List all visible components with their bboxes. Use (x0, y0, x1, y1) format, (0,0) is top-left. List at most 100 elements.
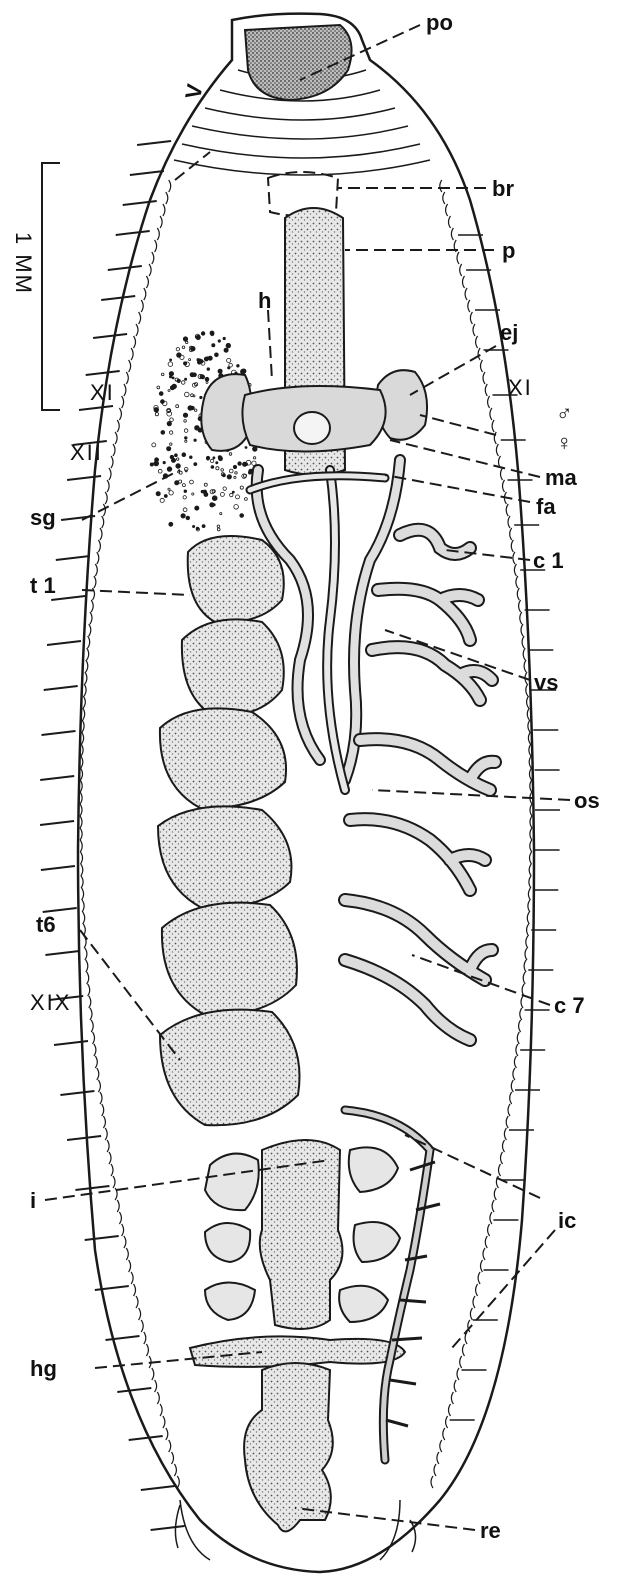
salivary-gland-dot (169, 522, 173, 526)
salivary-gland-dot (168, 362, 173, 367)
salivary-gland-dot (218, 340, 220, 342)
label-os: os (574, 788, 600, 813)
salivary-gland-dot (232, 491, 234, 493)
salivary-gland-dot (184, 420, 187, 423)
salivary-gland-dot (169, 491, 173, 495)
segment-tick (129, 1436, 163, 1440)
salivary-gland-dot (150, 463, 153, 466)
salivary-gland-dot (253, 457, 255, 459)
salivary-gland-dot (220, 492, 224, 496)
salivary-gland-dot (210, 503, 214, 507)
testis-2 (182, 619, 284, 715)
salivary-gland-dot (235, 472, 237, 474)
segment-tick (137, 141, 171, 145)
male-symbol: ♂ (556, 400, 573, 425)
salivary-gland-dot (194, 463, 197, 466)
segment-tick (93, 334, 127, 338)
salivary-gland-dot (201, 332, 205, 336)
salivary-gland-dot (182, 346, 185, 349)
caecum-branch-fill (360, 739, 495, 790)
salivary-gland-dot (176, 405, 179, 408)
label-fa: fa (536, 494, 556, 519)
salivary-gland-dot (159, 392, 163, 396)
segment-tick (67, 1136, 101, 1140)
label-t6: t6 (36, 912, 56, 937)
salivary-gland-dot (221, 469, 224, 472)
salivary-gland-dot (223, 337, 225, 339)
label-ic: ic (558, 1208, 576, 1233)
salivary-gland-dot (170, 386, 174, 390)
salivary-gland-dot (170, 359, 172, 361)
salivary-gland-dot (217, 525, 220, 528)
salivary-gland-dot (229, 469, 233, 473)
segment-label-xi-right: XI (508, 375, 533, 400)
salivary-gland-dot (204, 493, 208, 497)
salivary-gland-dot (227, 475, 231, 479)
segment-tick (141, 1486, 175, 1490)
salivary-gland-dot (183, 413, 187, 417)
segment-tick (51, 596, 85, 600)
label-c7: c 7 (554, 993, 585, 1018)
salivary-gland-dot (222, 474, 225, 477)
segment-tick (56, 556, 90, 560)
salivary-gland-dot (158, 469, 162, 473)
salivary-gland-dot (195, 506, 199, 510)
testis-4 (158, 806, 291, 908)
label-t1: t 1 (30, 573, 56, 598)
salivary-gland-dot (186, 516, 190, 520)
salivary-gland-dot (233, 465, 236, 468)
salivary-gland-dot (194, 439, 196, 441)
testis-3 (160, 708, 286, 808)
segment-tick (42, 731, 76, 735)
salivary-gland-dot (220, 513, 222, 515)
salivary-gland-dot (188, 406, 193, 411)
female-symbol: ♀ (556, 430, 573, 455)
salivary-gland-dot (185, 392, 190, 397)
salivary-gland-dot (212, 344, 215, 347)
salivary-gland-dot (189, 359, 191, 361)
salivary-gland-dot (169, 376, 171, 378)
salivary-gland-dot (200, 396, 202, 398)
salivary-gland-dot (168, 390, 170, 392)
salivary-gland-dot (237, 365, 240, 368)
segment-tick (40, 776, 74, 780)
salivary-gland-dot (175, 481, 179, 485)
segment-tick (45, 951, 79, 955)
salivary-gland-dot (154, 408, 159, 413)
salivary-gland-dot (169, 431, 172, 434)
segment-tick (101, 296, 135, 300)
caecum-branch-fill (350, 819, 485, 890)
salivary-gland-dot (169, 372, 173, 376)
salivary-gland-dot (172, 377, 174, 379)
segment-label-xii: XII (70, 440, 103, 465)
salivary-gland-dot (210, 331, 214, 335)
salivary-gland-dot (245, 498, 248, 501)
segment-tick (117, 1388, 151, 1392)
salivary-gland-dot (163, 461, 165, 463)
salivary-gland-dot (240, 486, 243, 489)
segment-tick (67, 476, 101, 480)
salivary-gland-dot (210, 459, 213, 462)
segment-tick (79, 406, 113, 410)
segment-tick (47, 641, 81, 645)
salivary-gland-dot (193, 395, 195, 397)
salivary-gland-dot (161, 373, 164, 376)
scale-bar-label: 1 MM (11, 232, 36, 295)
label-re: re (480, 1518, 501, 1543)
salivary-gland-dot (227, 358, 231, 362)
salivary-gland-dot (167, 447, 171, 451)
salivary-gland-dot (155, 413, 158, 416)
salivary-gland-dot (181, 381, 185, 385)
salivary-gland-dot (161, 431, 165, 435)
salivary-gland-dot (193, 373, 197, 377)
salivary-gland-dot (234, 476, 236, 478)
salivary-gland-dot (192, 493, 194, 495)
salivary-gland-dot (152, 443, 156, 447)
salivary-gland-dot (170, 443, 172, 445)
salivary-gland-dot (176, 348, 179, 351)
salivary-gland-dot (184, 362, 187, 365)
salivary-gland-dot (207, 458, 209, 460)
segment-tick (75, 1186, 109, 1190)
salivary-gland-dot (183, 508, 187, 512)
segment-tick (40, 821, 74, 825)
